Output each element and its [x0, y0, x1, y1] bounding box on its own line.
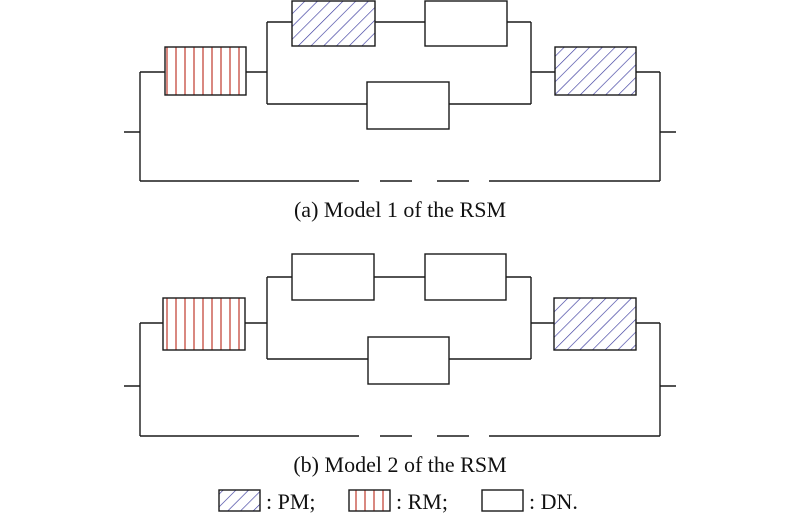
dn-component: [424, 253, 507, 301]
model-1-diagram: (a) Model 1 of the RSM: [124, 0, 676, 222]
legend-pm-label: : PM;: [266, 489, 316, 514]
legend-dn-swatch: [481, 489, 524, 512]
caption-model-1: (a) Model 1 of the RSM: [294, 197, 506, 222]
pm-component: [291, 0, 376, 47]
rm-component: [164, 46, 247, 96]
dn-component: [366, 81, 450, 130]
dn-component: [291, 253, 375, 301]
wire: [124, 21, 676, 181]
legend: : PM; : RM; : DN.: [218, 489, 578, 514]
legend-rm-swatch: [348, 489, 391, 512]
dn-component: [367, 336, 450, 385]
pm-component: [553, 297, 637, 351]
legend-dn-label: : DN.: [529, 489, 578, 514]
caption-model-2: (b) Model 2 of the RSM: [293, 452, 506, 477]
rm-component: [162, 297, 246, 351]
pm-component: [554, 46, 637, 96]
legend-rm-label: : RM;: [396, 489, 448, 514]
model-2-diagram: (b) Model 2 of the RSM: [124, 253, 676, 477]
legend-pm-swatch: [218, 489, 261, 512]
dn-component: [424, 0, 508, 47]
wire: [124, 276, 676, 436]
